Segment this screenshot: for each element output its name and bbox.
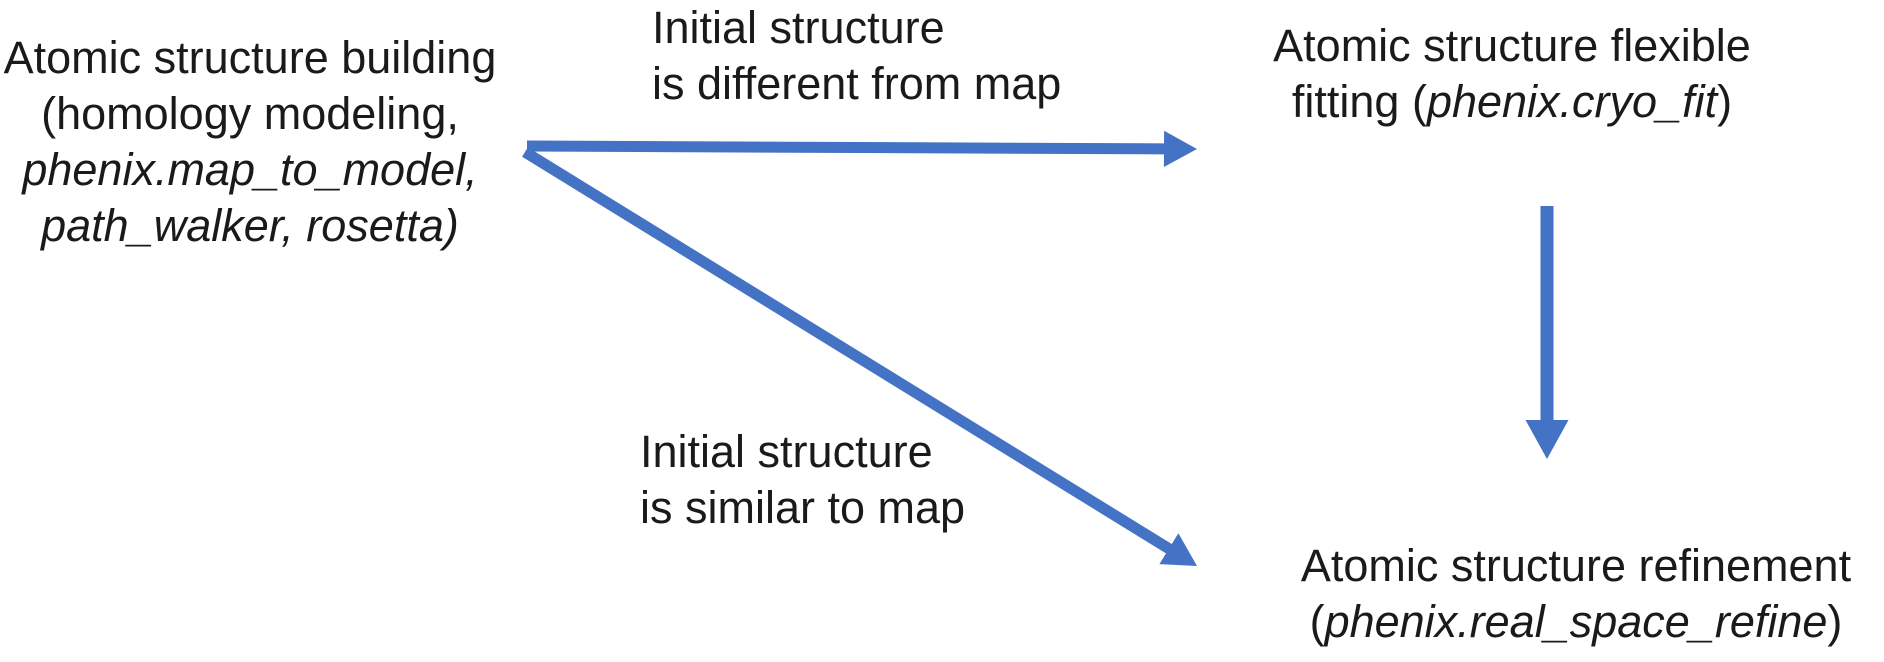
text-line: Initial structure [652,2,945,53]
text-line: is different from map [652,58,1062,109]
arrow-building-to-fitting [527,130,1197,167]
text-line: Initial structure [640,426,933,477]
text-line: fitting (phenix.cryo_fit) [1291,76,1733,127]
node-atomic-structure-refinement: Atomic structure refinement(phenix.real_… [1268,538,1884,650]
text-line: Atomic structure building [3,32,497,83]
text-line: Atomic structure flexible [1273,20,1751,71]
arrow-building-to-fitting-shape [527,130,1197,167]
arrow-building-to-refinement [522,147,1197,567]
text-line: phenix.map_to_model, [22,144,478,195]
text-line: Atomic structure refinement [1300,540,1852,591]
text-line: (homology modeling, [41,88,459,139]
node-atomic-structure-building: Atomic structure building(homology model… [0,30,500,254]
text-line: is similar to map [640,482,966,533]
arrow-building-to-refinement-shape [522,147,1197,567]
arrow-fitting-to-refinement [1525,206,1569,459]
text-line: (phenix.real_space_refine) [1309,596,1843,647]
arrow-fitting-to-refinement-shape [1525,206,1569,459]
text-line: path_walker, rosetta) [41,200,459,251]
